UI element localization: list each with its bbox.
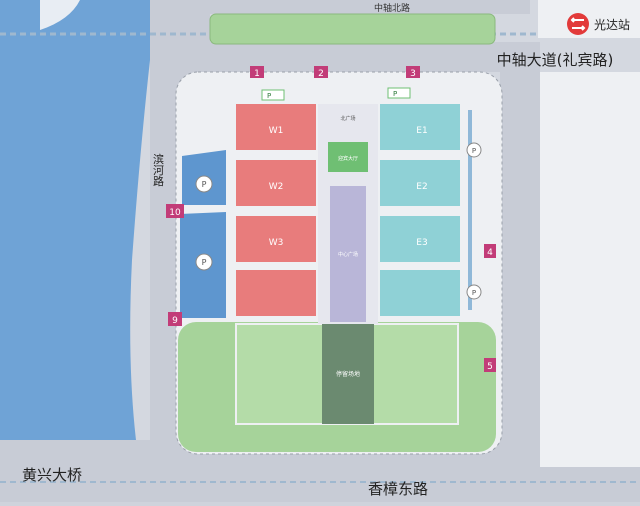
- gate-2[interactable]: [314, 66, 328, 78]
- central-plaza[interactable]: [330, 186, 366, 322]
- east-halls: E1 E2 E3: [380, 104, 460, 316]
- gate-9-label: 9: [172, 316, 178, 326]
- gate-markers: 1 2 3 4 5 9 10: [166, 66, 496, 372]
- parking-label: P: [393, 90, 397, 98]
- hall-e2[interactable]: [380, 160, 460, 206]
- north-plaza-label: 北广场: [340, 115, 355, 122]
- north-park: [209, 13, 496, 45]
- hall-w3[interactable]: [236, 216, 316, 262]
- parking-label: P: [202, 180, 207, 189]
- parking-label: P: [472, 147, 476, 155]
- south-zone-label: 停留场地: [336, 370, 360, 378]
- northeast-block: [538, 0, 640, 38]
- hall-e3[interactable]: [380, 216, 460, 262]
- parking-markers: P P P P P P: [195, 87, 482, 300]
- metro-logo-icon: [567, 13, 589, 35]
- lobby-label: 迎宾大厅: [338, 155, 358, 162]
- gate-5[interactable]: [484, 358, 496, 372]
- north-road-strip: [200, 0, 530, 14]
- parking-sign[interactable]: [387, 87, 411, 99]
- river-island: [40, 0, 80, 30]
- metro-arrows-icon: [570, 17, 586, 31]
- gate-1-label: 1: [254, 69, 260, 79]
- parking-marker[interactable]: [195, 175, 213, 193]
- north-road-label: 中轴北路: [374, 2, 410, 14]
- east-block: [540, 72, 640, 467]
- binhe-road-label: 滨河路: [152, 152, 165, 187]
- bridge-label: 黄兴大桥: [22, 466, 82, 484]
- south-road-label: 香樟东路: [368, 480, 428, 498]
- metro-station[interactable]: 光达站: [567, 13, 630, 35]
- gate-2-label: 2: [318, 69, 324, 79]
- hall-w3-label: W3: [269, 238, 284, 248]
- parking-label: P: [267, 92, 271, 100]
- parking-sign[interactable]: [261, 89, 285, 101]
- central-plaza-label: 中心广场: [338, 251, 358, 258]
- gate-10[interactable]: [166, 204, 184, 218]
- gate-5-label: 5: [487, 362, 493, 372]
- hall-w4[interactable]: [236, 270, 316, 316]
- south-zone: [322, 324, 374, 424]
- hall-e1[interactable]: [380, 104, 460, 150]
- hall-w1-label: W1: [269, 126, 284, 136]
- lobby[interactable]: [328, 142, 368, 172]
- hall-w2[interactable]: [236, 160, 316, 206]
- hall-w1[interactable]: [236, 104, 316, 150]
- river: [0, 0, 150, 470]
- gate-9[interactable]: [168, 312, 182, 326]
- main-avenue-label: 中轴大道(礼宾路): [497, 51, 614, 69]
- metro-station-label: 光达站: [594, 18, 630, 32]
- gate-3[interactable]: [406, 66, 420, 78]
- hall-e1-label: E1: [416, 126, 427, 136]
- parking-label: P: [472, 289, 476, 297]
- hall-e3-label: E3: [416, 238, 427, 248]
- gate-4-label: 4: [487, 248, 493, 258]
- hall-w2-label: W2: [269, 182, 284, 192]
- parking-label: P: [202, 258, 207, 267]
- gate-1[interactable]: [250, 66, 264, 78]
- gate-4[interactable]: [484, 244, 496, 258]
- parking-marker[interactable]: [466, 142, 482, 158]
- hall-e4[interactable]: [380, 270, 460, 316]
- east-road-strip: [500, 42, 540, 462]
- parking-marker[interactable]: [466, 284, 482, 300]
- parking-marker[interactable]: [195, 253, 213, 271]
- gate-10-label: 10: [169, 208, 181, 218]
- gate-3-label: 3: [410, 69, 416, 79]
- east-lane: [468, 110, 472, 310]
- west-halls: W1 W2 W3: [236, 104, 316, 316]
- hall-e2-label: E2: [416, 182, 427, 192]
